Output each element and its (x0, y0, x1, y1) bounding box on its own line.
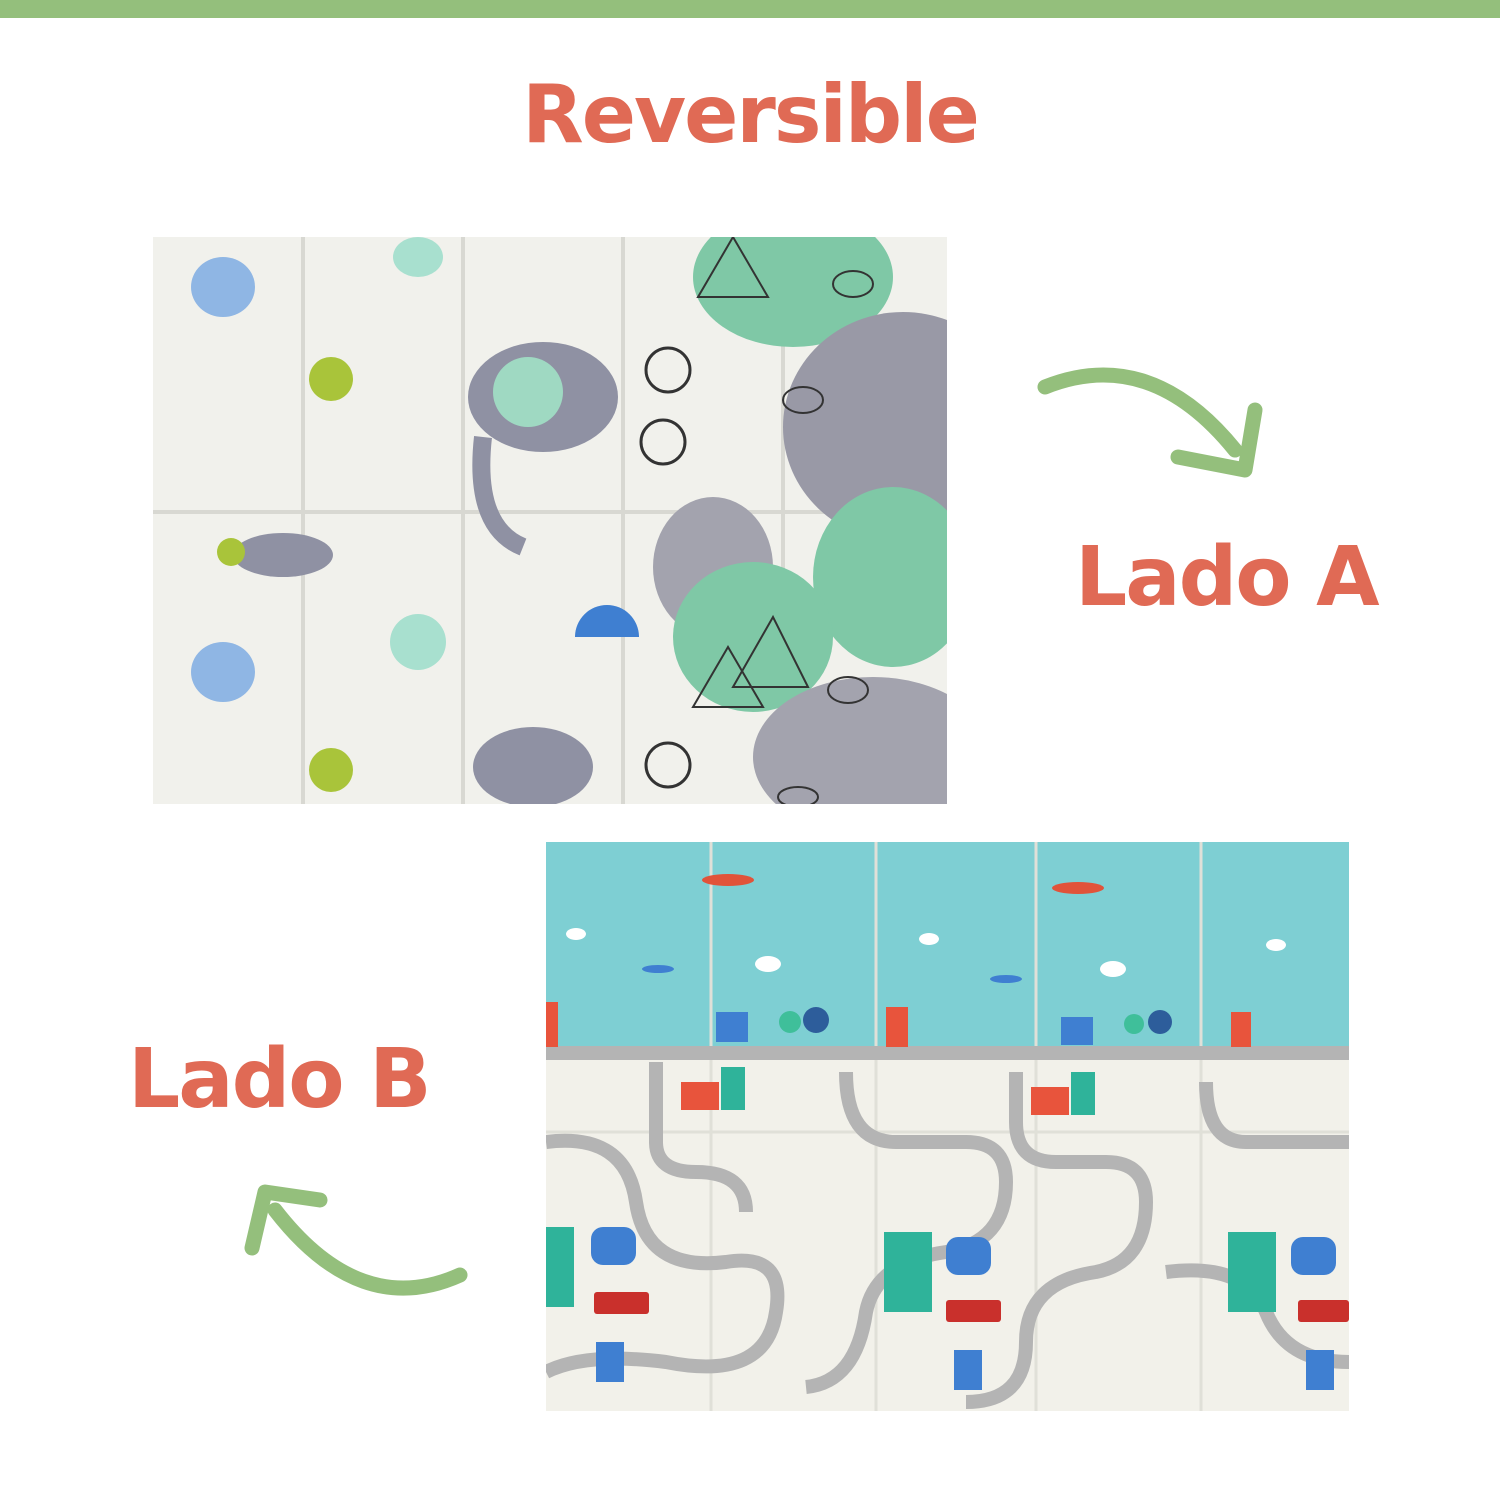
side-a-label: Lado A (1075, 530, 1380, 625)
side-b-label: Lado B (128, 1032, 432, 1127)
curved-arrow-icon (1030, 355, 1280, 490)
side-a-mat-photo (153, 237, 947, 804)
side-b-mat-photo (546, 842, 1349, 1411)
top-accent-bar (0, 0, 1500, 18)
page-title: Reversible (522, 68, 980, 161)
curved-arrow-icon (230, 1170, 480, 1305)
